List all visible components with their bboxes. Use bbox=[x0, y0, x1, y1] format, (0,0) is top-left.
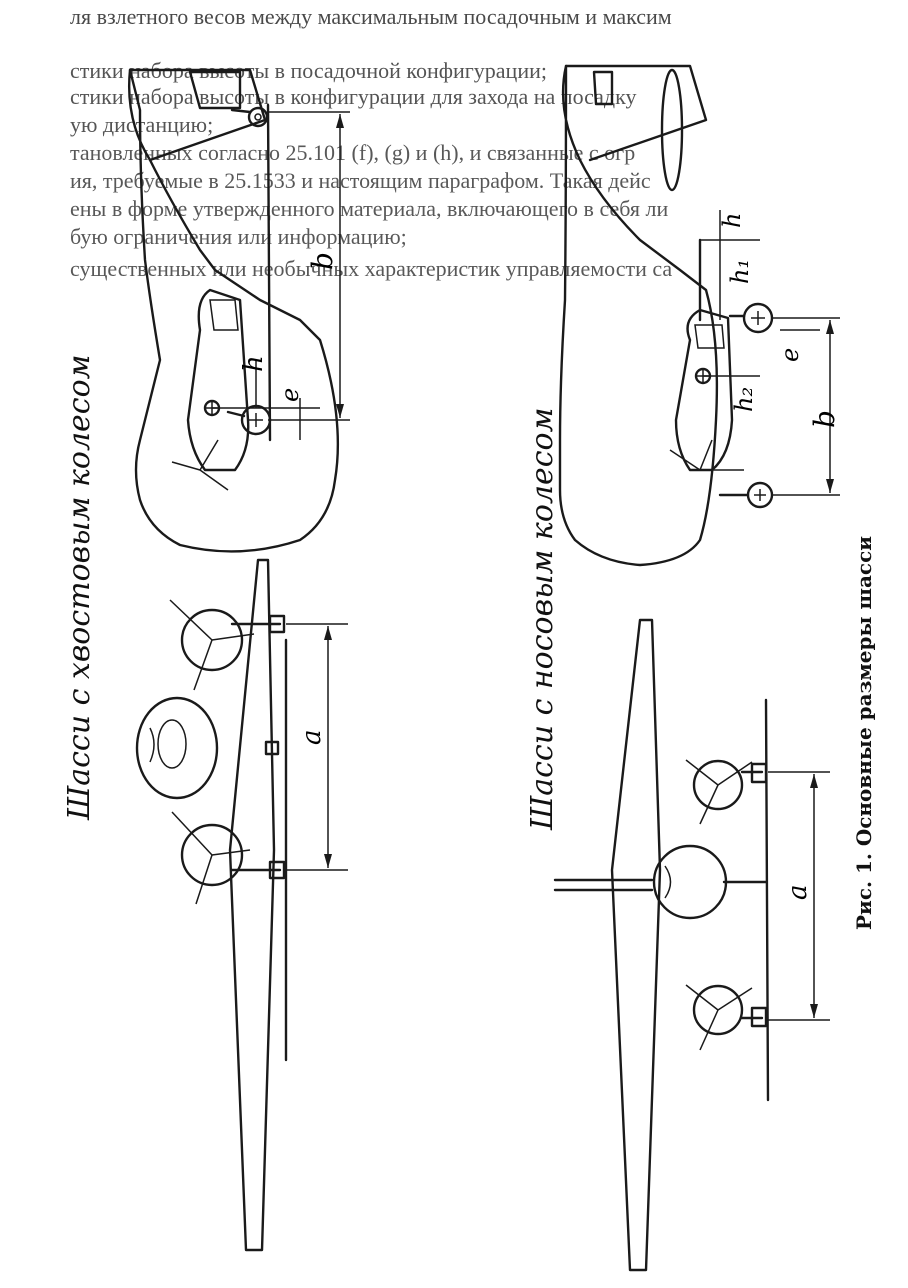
dim-label-h1: h₁ bbox=[726, 259, 754, 284]
tail-wheel-front-view: a bbox=[135, 558, 348, 1252]
figure-caption: Рис. 1. Основные размеры шасси bbox=[852, 535, 876, 930]
tail-wheel-side-view: b h e bbox=[128, 68, 350, 553]
tail-wheel-title: Шасси с хвостовым колесом bbox=[62, 354, 97, 820]
dim-label-h: h bbox=[239, 355, 269, 372]
text-line: бую ограничения или информацию; bbox=[70, 224, 407, 249]
text-line: ля взлетного весов между максимальным по… bbox=[70, 4, 672, 29]
text-line: существенных или необычных характеристик… bbox=[70, 256, 673, 281]
dim-label-b: b bbox=[306, 252, 339, 270]
dim-label-a: a bbox=[297, 729, 327, 745]
dim-label-h: h bbox=[718, 213, 746, 228]
dim-label-b: b bbox=[808, 410, 841, 428]
nose-wheel-front-view: a bbox=[553, 618, 830, 1272]
text-line: стики набора высоты в конфигурации для з… bbox=[70, 84, 637, 109]
dim-label-a: a bbox=[783, 884, 813, 900]
text-line: ую дистанцию; bbox=[70, 112, 214, 137]
nose-wheel-title: Шасси с носовым колесом bbox=[525, 407, 560, 830]
dim-label-e: e bbox=[276, 388, 304, 402]
text-line: ия, требуемые в 25.1533 и настоящим пара… bbox=[70, 168, 651, 193]
nose-wheel-side-view: h h₁ bbox=[558, 64, 841, 567]
dim-label-e: e bbox=[776, 348, 804, 362]
text-line: ены в форме утвержденного материала, вкл… bbox=[70, 196, 669, 221]
text-line: тановленных согласно 25.101 (f), (g) и (… bbox=[70, 140, 636, 165]
dim-label-h2: h₂ bbox=[730, 387, 758, 412]
